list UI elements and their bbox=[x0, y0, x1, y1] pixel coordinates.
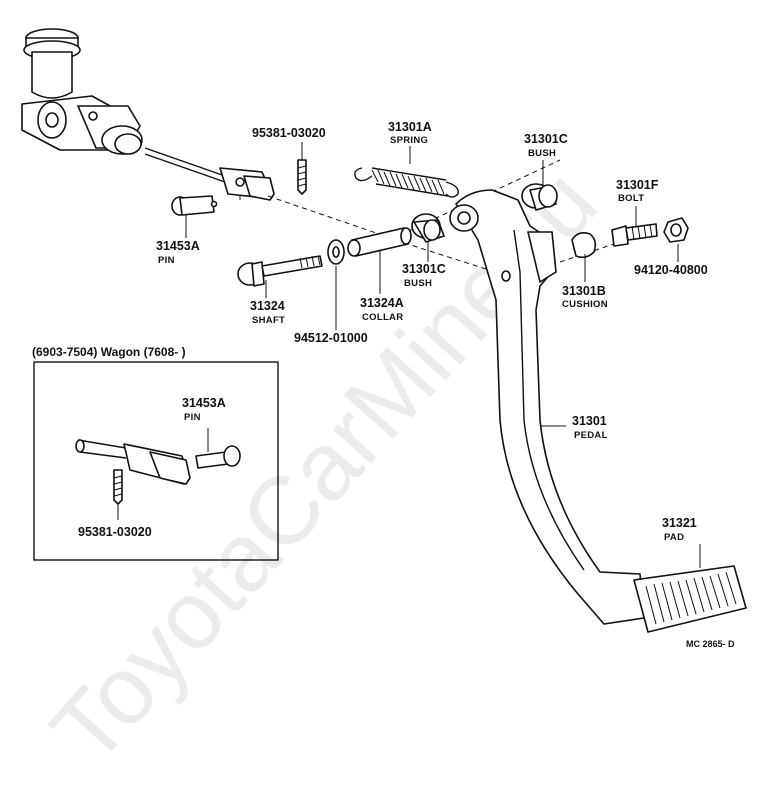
label-31301a-name: SPRING bbox=[390, 135, 428, 146]
collar bbox=[347, 227, 412, 257]
alignment-line-upper bbox=[267, 195, 506, 276]
label-31301-name: PEDAL bbox=[574, 430, 608, 441]
alignment-line-bolt bbox=[559, 231, 651, 263]
return-spring bbox=[354, 167, 459, 198]
inset-box bbox=[33, 361, 279, 561]
label-31301c-top-number: 31301C bbox=[524, 132, 568, 146]
label-31453a-main-number: 31453A bbox=[156, 239, 200, 253]
label-31324-number: 31324 bbox=[250, 299, 285, 313]
label-31324a-name: COLLAR bbox=[362, 312, 403, 323]
label-31324a-number: 31324A bbox=[360, 296, 404, 310]
label-31301-number: 31301 bbox=[572, 414, 607, 428]
label-31301b-number: 31301B bbox=[562, 284, 606, 298]
label-31301a-number: 31301A bbox=[388, 120, 432, 134]
master-cylinder bbox=[21, 28, 226, 183]
pushrod-clevis bbox=[219, 167, 275, 201]
bush-middle bbox=[411, 213, 445, 243]
label-31453a-inset-number: 31453A bbox=[182, 396, 226, 410]
label-31301b-name: CUSHION bbox=[562, 299, 608, 310]
clevis-pin-main bbox=[171, 195, 218, 216]
spring-washer bbox=[327, 239, 345, 265]
label-31324-name: SHAFT bbox=[252, 315, 285, 326]
label-95381-inset-number: 95381-03020 bbox=[78, 525, 152, 539]
label-94512-number: 94512-01000 bbox=[294, 331, 368, 345]
label-31301c-top-name: BUSH bbox=[528, 148, 556, 159]
cushion bbox=[571, 232, 597, 259]
label-31453a-inset-name: PIN bbox=[184, 412, 201, 423]
bush-top bbox=[521, 183, 558, 211]
inset-clevis bbox=[75, 439, 191, 485]
clutch-pedal bbox=[449, 189, 645, 625]
inset-cotter-pin bbox=[113, 469, 123, 505]
label-31453a-main-name: PIN bbox=[158, 255, 175, 266]
label-31321-number: 31321 bbox=[662, 516, 697, 530]
label-95381-top-number: 95381-03020 bbox=[252, 126, 326, 140]
label-31301c-mid-name: BUSH bbox=[404, 278, 432, 289]
drawing-code: MC 2865- D bbox=[686, 639, 735, 649]
label-31301f-name: BOLT bbox=[618, 193, 644, 204]
lock-nut bbox=[663, 217, 689, 243]
label-31301c-mid-number: 31301C bbox=[402, 262, 446, 276]
label-31301f-number: 31301F bbox=[616, 178, 659, 192]
stop-bolt bbox=[611, 223, 658, 247]
cotter-pin-top bbox=[297, 159, 307, 195]
pivot-shaft bbox=[237, 255, 323, 287]
label-94120-number: 94120-40800 bbox=[634, 263, 708, 277]
inset-title: (6903-7504) Wagon (7608- ) bbox=[32, 345, 186, 359]
pedal-pad bbox=[633, 565, 747, 633]
label-31321-name: PAD bbox=[664, 532, 684, 543]
inset-clevis-pin bbox=[195, 445, 241, 469]
